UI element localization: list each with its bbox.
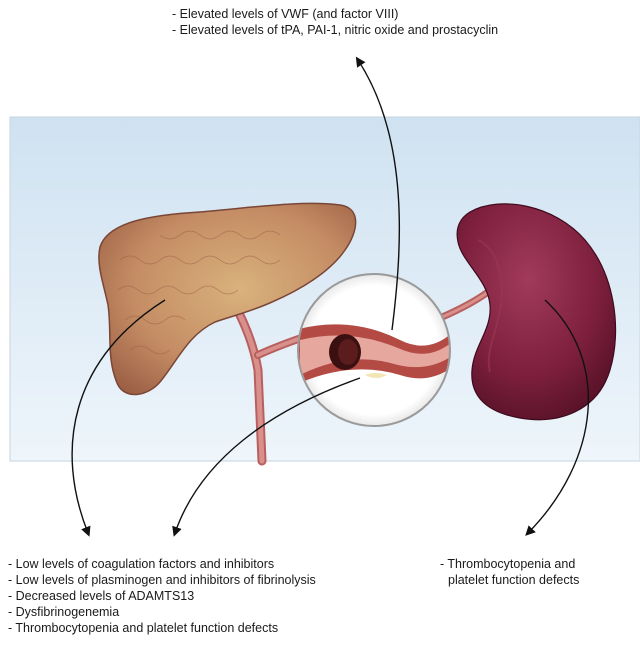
spleen-annotation: - Thrombocytopenia and platelet function… (440, 556, 579, 588)
top-note-2: - Elevated levels of tPA, PAI-1, nitric … (172, 22, 498, 38)
spleen-note-2: platelet function defects (440, 572, 579, 588)
liver-note-3: - Decreased levels of ADAMTS13 (8, 588, 316, 604)
liver-note-4: - Dysfibrinogenemia (8, 604, 316, 620)
top-annotation: - Elevated levels of VWF (and factor VII… (172, 6, 498, 38)
top-note-1: - Elevated levels of VWF (and factor VII… (172, 6, 498, 22)
liver-annotation: - Low levels of coagulation factors and … (8, 556, 316, 636)
liver-note-2: - Low levels of plasminogen and inhibito… (8, 572, 316, 588)
liver-note-1: - Low levels of coagulation factors and … (8, 556, 316, 572)
spleen-note-1: - Thrombocytopenia and (440, 556, 579, 572)
liver-note-5: - Thrombocytopenia and platelet function… (8, 620, 316, 636)
